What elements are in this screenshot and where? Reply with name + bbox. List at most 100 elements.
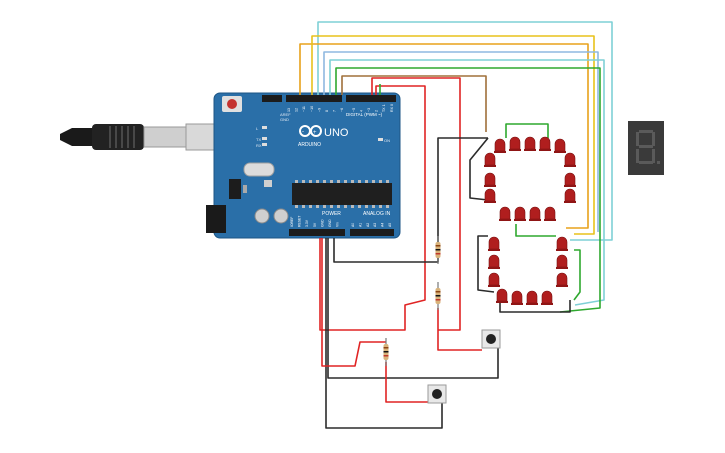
wire-red-2[interactable] bbox=[321, 238, 386, 367]
wire-blue-1[interactable] bbox=[323, 51, 599, 232]
led[interactable] bbox=[511, 290, 523, 305]
usb-cable[interactable] bbox=[60, 123, 221, 151]
header-pin-label: A2 bbox=[366, 223, 370, 227]
led[interactable] bbox=[556, 236, 568, 251]
chip-pin bbox=[344, 205, 347, 208]
led[interactable] bbox=[556, 254, 568, 269]
wire-black-2[interactable] bbox=[327, 238, 499, 379]
digital-pin-label: RX 0 bbox=[390, 104, 394, 112]
header-pin-label: Vin bbox=[336, 222, 340, 227]
led[interactable] bbox=[556, 272, 568, 287]
chip-pin bbox=[379, 180, 382, 183]
header-pin-label: A1 bbox=[358, 223, 362, 227]
led[interactable] bbox=[484, 152, 496, 167]
chip-pin bbox=[295, 180, 298, 183]
digital-pin-label: ~6 bbox=[340, 108, 344, 112]
header-pin-label: A5 bbox=[388, 223, 392, 227]
wire-green-seg-right[interactable] bbox=[573, 249, 581, 301]
wire-red-top-2[interactable] bbox=[319, 85, 426, 331]
seven-segment-display[interactable] bbox=[628, 121, 664, 175]
chip-pin bbox=[309, 205, 312, 208]
wire-green-seg-bottom[interactable] bbox=[515, 224, 556, 237]
wire-black-seg-mid[interactable] bbox=[477, 235, 495, 293]
digital-pin-label: ~11 bbox=[302, 106, 306, 112]
chip-pin bbox=[372, 180, 375, 183]
led[interactable] bbox=[488, 272, 500, 287]
digital-label: DIGITAL (PWM ~) bbox=[346, 112, 383, 117]
led[interactable] bbox=[554, 138, 566, 153]
l-label: L bbox=[256, 126, 259, 131]
digital-pin-label: ~10 bbox=[310, 106, 314, 112]
chip-pin bbox=[316, 180, 319, 183]
header-pin-label: RESET bbox=[298, 216, 302, 227]
chip-pin bbox=[372, 205, 375, 208]
on-label: ON bbox=[384, 138, 390, 143]
wire-black-3[interactable] bbox=[325, 238, 443, 429]
chip-pin bbox=[302, 180, 305, 183]
pushbutton-2[interactable] bbox=[427, 384, 447, 404]
gnd-label: GND bbox=[280, 117, 289, 122]
wire-cyan-outer[interactable] bbox=[317, 21, 613, 241]
led[interactable] bbox=[564, 152, 576, 167]
chip-pin bbox=[337, 180, 340, 183]
digital-pin-label: TX 1 bbox=[382, 104, 386, 112]
led[interactable] bbox=[494, 138, 506, 153]
chip-pin bbox=[316, 205, 319, 208]
model-label: UNO bbox=[324, 127, 349, 139]
wire-orange-1[interactable] bbox=[299, 43, 589, 229]
chip-pins bbox=[295, 180, 389, 208]
led[interactable] bbox=[544, 206, 556, 221]
header-pin-label: GND bbox=[328, 219, 332, 227]
digital-pin-label: 4 bbox=[359, 110, 363, 112]
led[interactable] bbox=[509, 136, 521, 151]
wire-green-1[interactable] bbox=[335, 67, 601, 313]
resistor-1[interactable] bbox=[435, 236, 441, 264]
led[interactable] bbox=[484, 172, 496, 187]
led[interactable] bbox=[499, 206, 511, 221]
power-label: POWER bbox=[322, 211, 341, 217]
header-pin-label: GND bbox=[320, 219, 324, 227]
aref-label: AREF bbox=[280, 112, 291, 117]
chip-pin bbox=[309, 180, 312, 183]
led[interactable] bbox=[488, 236, 500, 251]
led[interactable] bbox=[496, 288, 508, 303]
chip-pin bbox=[330, 180, 333, 183]
digital-pin-label: 2 bbox=[375, 110, 379, 112]
wire-red-top-1[interactable] bbox=[371, 77, 461, 331]
chip-pin bbox=[365, 180, 368, 183]
wire-green-seg-top[interactable] bbox=[505, 123, 549, 138]
resistor-2[interactable] bbox=[435, 282, 441, 310]
chip-pin bbox=[323, 180, 326, 183]
wire-yellow-1[interactable] bbox=[311, 35, 595, 235]
led[interactable] bbox=[484, 188, 496, 203]
led[interactable] bbox=[529, 206, 541, 221]
header-digital-high bbox=[286, 95, 342, 102]
led[interactable] bbox=[539, 136, 551, 151]
pushbutton-1[interactable] bbox=[481, 329, 501, 349]
chip-pin bbox=[386, 180, 389, 183]
led[interactable] bbox=[564, 172, 576, 187]
wire-red-3[interactable] bbox=[437, 308, 482, 351]
wire-black-seg-bottom[interactable] bbox=[499, 300, 571, 313]
led[interactable] bbox=[524, 136, 536, 151]
wire-red-4[interactable] bbox=[385, 362, 430, 403]
wire-black-seg-left[interactable] bbox=[469, 137, 489, 201]
resistor-3[interactable] bbox=[383, 338, 389, 366]
chip-pin bbox=[358, 180, 361, 183]
led[interactable] bbox=[488, 254, 500, 269]
atmega-chip bbox=[292, 183, 392, 205]
header-pin-label: A3 bbox=[373, 223, 377, 227]
led[interactable] bbox=[514, 206, 526, 221]
led[interactable] bbox=[526, 290, 538, 305]
led[interactable] bbox=[564, 188, 576, 203]
wire-cyan-2[interactable] bbox=[329, 59, 605, 306]
wire-brown[interactable] bbox=[341, 75, 487, 132]
digital-pin-label: ~5 bbox=[352, 108, 356, 112]
header-digital-low bbox=[346, 95, 396, 102]
power-jack[interactable] bbox=[206, 205, 226, 233]
wires bbox=[299, 21, 613, 429]
led[interactable] bbox=[541, 290, 553, 305]
